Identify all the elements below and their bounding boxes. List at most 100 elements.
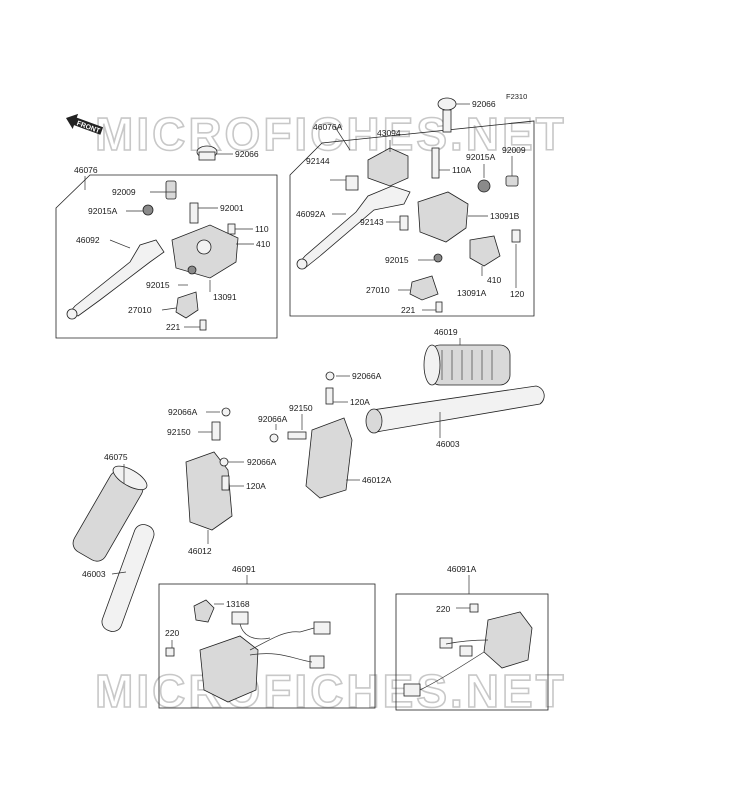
- right-lever-box: [289, 120, 535, 317]
- washer-92066A-c: [221, 407, 231, 417]
- bolt-92001: [189, 202, 199, 224]
- grip-flange: [423, 344, 441, 386]
- housing-46012A: [305, 417, 353, 499]
- connector-e: [459, 645, 473, 657]
- gear-92015A-r: [477, 179, 491, 193]
- label-92015-left: 92015: [146, 280, 170, 290]
- label-120A-a: 120A: [350, 397, 370, 407]
- label-221-right: 221: [401, 305, 415, 315]
- connector-b: [313, 621, 331, 635]
- part-labels: 92066 46076A 43094 110A 92015A 92009 921…: [74, 99, 526, 638]
- label-221-left: 221: [166, 322, 180, 332]
- label-46003-right: 46003: [436, 439, 460, 449]
- label-92015A-right: 92015A: [466, 152, 496, 162]
- screw-221-r: [435, 301, 443, 313]
- screw-110: [227, 223, 236, 235]
- reservoir-port: [196, 239, 212, 255]
- screw-92009-r: [505, 175, 519, 187]
- label-92066A-d: 92066A: [247, 457, 277, 467]
- screw-120A-b: [221, 475, 230, 491]
- screw-120: [511, 229, 521, 243]
- label-46092: 46092: [76, 235, 100, 245]
- label-220-left: 220: [165, 628, 179, 638]
- label-92150-a: 92150: [167, 427, 191, 437]
- label-92015-right: 92015: [385, 255, 409, 265]
- label-46019: 46019: [434, 327, 458, 337]
- label-92144: 92144: [306, 156, 330, 166]
- bolt-92150-a: [211, 421, 221, 441]
- lever-46092: [69, 239, 165, 317]
- label-92150-b: 92150: [289, 403, 313, 413]
- nut-92015-r: [433, 253, 443, 263]
- connector-f: [403, 683, 421, 697]
- label-13091: 13091: [213, 292, 237, 302]
- label-13168: 13168: [226, 599, 250, 609]
- switch-housing-46091A: [483, 611, 533, 669]
- label-410-left: 410: [256, 239, 270, 249]
- clamp-13091A: [469, 235, 501, 267]
- spring-92144: [345, 175, 359, 191]
- label-27010-left: 27010: [128, 305, 152, 315]
- body-13091B: [417, 191, 469, 243]
- label-92009-right: 92009: [502, 145, 526, 155]
- label-46012A: 46012A: [362, 475, 392, 485]
- label-43094: 43094: [377, 128, 401, 138]
- screw-120A-a: [325, 387, 334, 405]
- label-110: 110: [255, 224, 269, 234]
- watermark-bottom: MICROFICHES.NET: [95, 665, 567, 717]
- washer-92066A-a: [325, 371, 335, 381]
- washer-92066A-d: [219, 457, 229, 467]
- connector-a: [231, 611, 249, 625]
- washer-92066A-b: [269, 433, 279, 443]
- handlebar-46003: [101, 524, 155, 632]
- label-92143: 92143: [360, 217, 384, 227]
- right-grip-assembly: [269, 338, 545, 499]
- diagram-code: F2310: [506, 92, 527, 101]
- label-92066-left: 92066: [235, 149, 259, 159]
- throttle-flange: [365, 408, 383, 434]
- screw-220-l: [165, 647, 175, 657]
- switch-27010-r: [409, 275, 439, 301]
- left-grip-assembly: [72, 407, 244, 632]
- label-92015A-left: 92015A: [88, 206, 118, 216]
- label-110A: 110A: [452, 165, 472, 175]
- cap-body: [198, 151, 216, 161]
- label-46076: 46076: [74, 165, 98, 175]
- screw-221-l: [199, 319, 207, 331]
- pivot-92143: [399, 215, 409, 231]
- label-92066-top-right: 92066: [472, 99, 496, 109]
- label-92001: 92001: [220, 203, 244, 213]
- label-120A-b: 120A: [246, 481, 266, 491]
- label-13091A: 13091A: [457, 288, 487, 298]
- lever-46092A: [299, 185, 411, 269]
- label-92066A-a: 92066A: [352, 371, 382, 381]
- clip-13168: [193, 599, 215, 623]
- label-410-right: 410: [487, 275, 501, 285]
- label-120: 120: [510, 289, 524, 299]
- gear-92015A-l: [142, 204, 154, 216]
- label-46091: 46091: [232, 564, 256, 574]
- lever-tip-r: [296, 258, 308, 270]
- watermark-top: MICROFICHES.NET: [95, 108, 567, 160]
- right-lever-assembly: [289, 97, 535, 317]
- right-switch-box: [395, 593, 549, 711]
- label-92066A-b: 92066A: [168, 407, 198, 417]
- label-46091A: 46091A: [447, 564, 477, 574]
- label-220-right: 220: [436, 604, 450, 614]
- left-lever-box: [55, 174, 278, 339]
- label-46003-left: 46003: [82, 569, 106, 579]
- label-92066A-c: 92066A: [258, 414, 288, 424]
- bolt-92150-b: [287, 431, 307, 440]
- screw-220-r: [469, 603, 479, 613]
- label-92009-left: 92009: [112, 187, 136, 197]
- nut-92015-l: [187, 265, 197, 275]
- right-switch-assembly: [395, 575, 549, 711]
- label-46092A: 46092A: [296, 209, 326, 219]
- label-27010-right: 27010: [366, 285, 390, 295]
- switch-housing-46091: [199, 635, 259, 703]
- housing-46012: [185, 451, 233, 531]
- left-lever-assembly: [55, 145, 278, 339]
- left-switch-assembly: [158, 575, 376, 709]
- switch-27010-l: [175, 291, 199, 319]
